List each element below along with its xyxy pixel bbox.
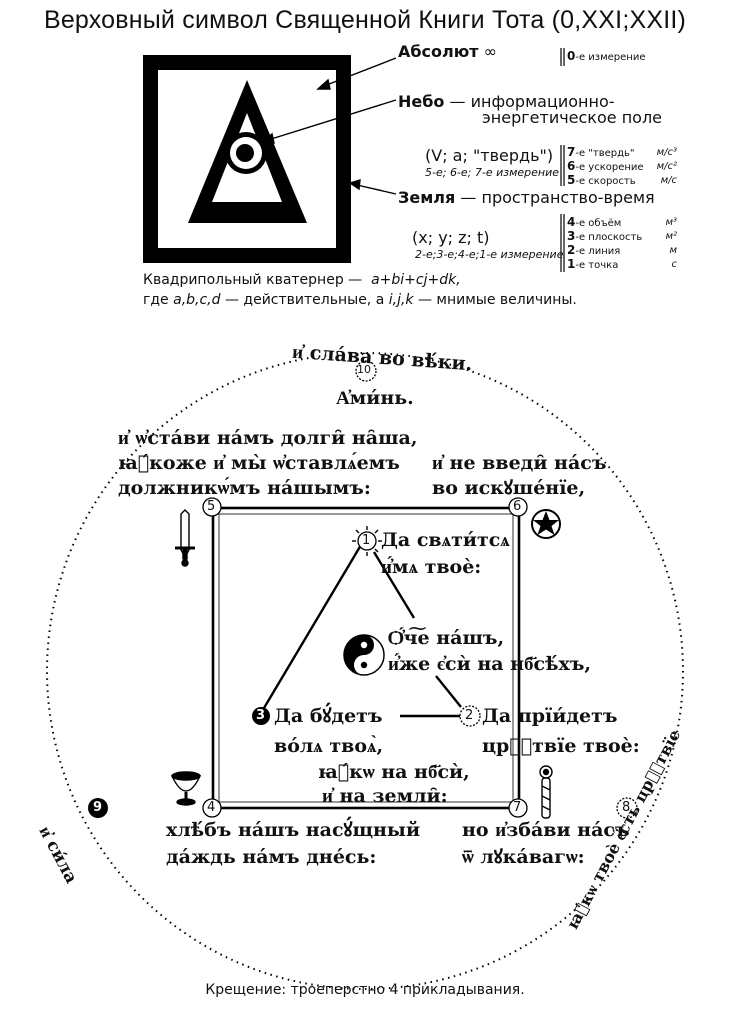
node-3 [252,707,270,725]
node-5 [202,497,222,517]
node-label-3: 3 [256,708,266,723]
node-2 [459,705,481,727]
earth-vars: (x; y; z; t) [412,228,490,247]
sky-vars: (V; a; "твердь") [425,146,554,165]
prayer-will-2: во́лѧ твоѧ̀, [274,735,384,757]
prayer-deliver-1: но и҆зба́ви на́съ [462,819,630,841]
node-8 [616,797,638,819]
legend-sky: Небо — информационно- [398,92,615,111]
earth-dims: 2-е;3-е;4-е;1-е измерение [415,248,564,261]
quaternion-line-2: где a,b,c,d — действительные, а i,j,k — … [143,292,577,308]
sword-icon [175,509,195,567]
prayer-hallowed-1: Да свѧти́тсѧ [381,529,510,551]
top-symbol [143,48,565,272]
node-1-sun-icon [352,526,382,556]
dotted-circle [46,352,684,990]
node-label-1: 1 [362,533,371,548]
cup-icon [170,771,202,806]
node-4 [202,798,222,818]
prayer-bread-1: хлѣ́бъ на́шъ насꙋ́щный [166,819,421,841]
dim-label: -е измерение [575,52,646,63]
node-label-7: 7 [513,800,522,815]
prayer-leave-3: должникѡ́мъ на́шымъ: [118,477,371,499]
earth-desc: — пространство-время [460,188,655,207]
absolute-label: Абсолют [398,42,479,61]
infinity-symbol: ∞ [483,42,497,61]
node-label-10: 10 [357,363,371,376]
prayer-will-3: ꙗ҆́кѡ на нб҃сѝ, [318,761,470,783]
prayer-father-2: и҆́же є҆сѝ на нб҃сѣ́хъ, [388,653,592,675]
sky-dims: 5-е; 6-е; 7-е измерение [425,166,560,179]
wand-icon [539,765,553,819]
node-10 [355,360,377,382]
legend-earth: Земля — пространство-время [398,188,655,207]
node-label-5: 5 [207,499,216,514]
prayer-bread-2: да́ждь на́мъ дне́сь: [166,846,377,868]
prayer-lead-1: и҆ не введи̑ на́съ [432,452,607,474]
dim-num: 0 [567,49,576,63]
node-label-2: 2 [465,708,474,723]
bottom-caption: Крещение: троеперстно 4 прикладывания. [205,982,525,998]
quaternion-line-1: Квадрипольный кватернер — a+bi+cj+dk, [143,272,461,288]
prayer-leave-2: ꙗ҆́коже и҆ мы̀ ѡ҆ставлѧ́емъ [118,452,400,474]
inner-square [211,506,521,810]
dim-row-0: 0-е измерение [567,50,646,64]
prayer-kingdom-2: црⷭ҇твїе твоѐ: [482,735,640,757]
sky-label: Небо [398,92,445,111]
node-6 [508,497,528,517]
prayer-amen: А҆ми́нь. [336,387,414,409]
yin-yang-icon [343,634,385,676]
prayer-father-1: Ѻ҆́ч͠е на́шъ, [388,627,505,649]
earth-label: Земля [398,188,456,207]
center-dot [236,144,254,162]
prayer-leave-1: и҆ ѡ҆ста́ви на́мъ долги̑ на̑ша, [118,427,418,449]
node-label-4: 4 [207,800,216,815]
prayer-kingdom-1: Да прїи́детъ [482,705,618,727]
dim-row-7: 7-е "твердь"м/с³ [567,145,677,160]
prayer-deliver-2: ѿ лꙋка́вагѡ: [462,846,585,868]
prayer-will-1: Да бꙋ́детъ [274,705,383,727]
node-9 [88,798,108,818]
pentacle-icon [531,509,561,539]
node-label-8: 8 [622,800,631,815]
node-label-9: 9 [93,800,103,815]
node-7 [508,798,528,818]
node-label-6: 6 [513,499,522,514]
sky-desc-1: — информационно- [449,92,615,111]
legend-absolute: Абсолют ∞ [398,42,497,61]
page-title: Верховный символ Священной Книги Тота (0… [43,6,687,34]
prayer-lead-2: во искꙋше́нїе, [432,477,586,499]
prayer-hallowed-2: и҆́мѧ твоѐ: [381,556,482,578]
nodes [88,360,638,819]
prayer-will-4: и҆ на земли̑: [322,785,448,807]
sky-desc-2: энергетическое поле [482,108,663,127]
